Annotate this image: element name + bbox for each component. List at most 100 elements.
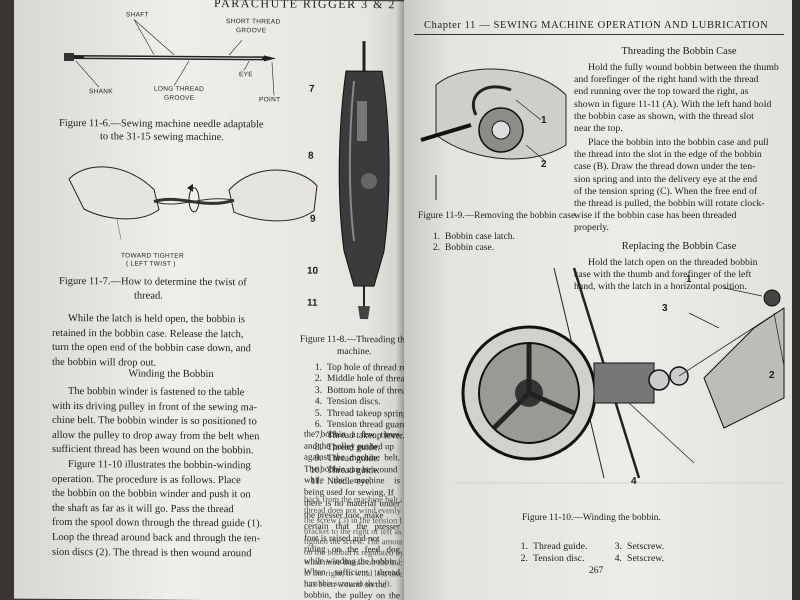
text-line: near the top. (574, 123, 623, 135)
bobbin-parts-list: 1.Bobbin case latch.2.Bobbin case. (422, 232, 515, 255)
text-line: back from the machine belt automatically… (304, 493, 402, 505)
part-number: 1. (432, 232, 440, 242)
twist-label-2: ( LEFT TWIST ) (126, 260, 176, 268)
right-running-head: Chapter 11 — SEWING MACHINE OPERATION AN… (424, 20, 769, 31)
text-line: the screw (3) in the tension bracket and… (304, 514, 402, 526)
part-number: 6. (314, 419, 322, 430)
text-line: on the bobbin is regulated by the screw … (304, 546, 402, 557)
part-number: 10. (310, 465, 322, 476)
text-line: operation. The procedure is as follows. … (52, 473, 241, 486)
label-long-groove-2: GROOVE (164, 94, 195, 102)
figure-11-7-caption-1: Figure 11-7.—How to determine the twist … (59, 275, 247, 289)
threading-heading: Threading the Bobbin Case (621, 46, 737, 57)
machine-parts-list: 1.Top hole of thread retainer.2.Middle h… (304, 363, 406, 489)
winder-parts-list-2: 3. Setscrew.4.Setscrew. (604, 541, 665, 565)
text-line: turn the open end of the bobbin case dow… (52, 342, 251, 355)
bobbin-callout-1: 1 (541, 115, 547, 126)
part-description: Bottom hole of thread retainer. (327, 385, 406, 397)
threading-paragraph-2: Place the bobbin into the bobbin case an… (574, 137, 788, 235)
part-number: 9. (314, 453, 322, 465)
text-line: sion discs (2). The thread is then wound… (52, 546, 252, 559)
winding-heading: Winding the Bobbin (128, 368, 214, 381)
part-number: 3. (314, 385, 322, 396)
part-number: 2. (520, 553, 528, 564)
part-description: Tension disc. (533, 553, 585, 564)
page-number: 267 (589, 566, 604, 576)
text-line: end running over the top toward the righ… (574, 86, 749, 98)
text-line: case (B). Draw the thread down under the… (574, 161, 756, 173)
part-number: 1. (314, 362, 322, 373)
part-description: Thread guide. (327, 442, 380, 454)
label-long-groove: LONG THREAD (154, 85, 205, 93)
text-line: sufficient thread has been wound on the … (52, 444, 254, 457)
text-line: case with the thumb and forefinger of th… (574, 269, 752, 281)
text-line: the shaft as far as it will go. Pass the… (52, 502, 234, 515)
part-description: Setscrew. (627, 541, 665, 552)
header-divider (414, 34, 784, 35)
machine-figure: 7 8 9 10 11 Figure 11-8.—Threading the 3… (14, 0, 406, 487)
part-number: 4. (614, 553, 622, 564)
winder-callout-3: 3 (662, 303, 668, 314)
winder-callout-4: 4 (631, 476, 637, 487)
text-line: Loop the thread around back and through … (52, 531, 261, 545)
text-line: the thread is pulled, the bobbin will ro… (574, 198, 765, 210)
text-line: from the spool down through the thread g… (52, 517, 263, 530)
label-eye: EYE (239, 71, 253, 79)
winding-paragraph-2: Figure 11-10 illustrates the bobbin-wind… (52, 458, 290, 562)
part-description: Needle eye. (327, 476, 372, 488)
part-number: 3. (614, 541, 622, 552)
figure-11-10-caption: Figure 11-10.—Winding the bobbin. (522, 513, 661, 523)
text-line: wise if the bobbin case has been threade… (574, 210, 737, 222)
text-line: chine belt. The bobbin winder is so posi… (52, 415, 257, 428)
part-description: Thread guide. (327, 454, 380, 465)
part-list-item: 4.Setscrew. (604, 553, 665, 565)
winding-paragraph-1: The bobbin winder is fastened to the tab… (52, 385, 290, 460)
label-short-groove-2: GROOVE (236, 27, 267, 35)
label-short-groove: SHORT THREAD (226, 18, 281, 26)
needle-illustration (64, 19, 276, 96)
part-number: 1. (520, 541, 528, 552)
machine-callout-8: 8 (308, 150, 314, 162)
hands-twisting-thread-illustration (68, 166, 318, 240)
text-line: wind more thread on the bobbin, turn thi… (304, 556, 402, 568)
part-description: Middle hole of thread retainer. (327, 374, 406, 385)
text-line: allow the pulley to drop away from the b… (52, 429, 260, 443)
part-number: 4. (314, 396, 322, 408)
figure-11-9-caption: Figure 11-9.—Removing the bobbin case. (418, 211, 578, 221)
machine-callout-9: 9 (310, 213, 316, 225)
figure-11-6-caption-2: to the 31-15 sewing machine. (100, 131, 224, 144)
part-number: 2. (314, 374, 322, 385)
part-list-item: 2. Tension disc. (510, 553, 587, 565)
part-description: Tension discs. (327, 397, 381, 408)
bobbin-winder-illustration (454, 267, 785, 484)
part-description: Thread takeup lever. (327, 431, 405, 442)
part-list-item: 2.Bobbin case. (422, 243, 515, 254)
part-list-item: 11. Needle eye. (304, 477, 406, 489)
latch-paragraph: While the latch is held open, the bobbin… (52, 312, 290, 372)
twist-figure: TOWARD TIGHTER ( LEFT TWIST ) Figure 11-… (14, 0, 406, 302)
replacing-heading: Replacing the Bobbin Case (621, 241, 737, 252)
machine-callout-11: 11 (307, 297, 318, 309)
part-number: 8. (314, 442, 322, 453)
part-number: 2. (432, 243, 440, 254)
text-line: the thread into the slot in the edge of … (574, 149, 762, 161)
figure-11-8-caption-2: machine. (337, 346, 372, 358)
text-line: the bobbin on the bobbin winder and push… (52, 488, 251, 501)
text-line: The bobbin winder is fastened to the tab… (68, 386, 245, 399)
right-page: Chapter 11 — SEWING MACHINE OPERATION AN… (404, 0, 792, 600)
replacing-paragraph: Hold the latch open on the threaded bobb… (574, 257, 788, 294)
text-line: While the latch is held open, the bobbin… (68, 313, 246, 326)
figure-11-7-caption-2: thread. (134, 290, 163, 302)
text-line: of the tension spring (C). When the free… (574, 185, 758, 197)
text-line: properly. (574, 222, 610, 234)
twist-label-1: TOWARD TIGHTER (121, 252, 184, 260)
text-line: and forefinger of the right hand with th… (574, 74, 759, 86)
bobbin-callout-2: 2 (541, 159, 547, 170)
text-line: the bobbin case as shown, with the threa… (574, 110, 754, 122)
label-shank: SHANK (89, 88, 113, 96)
text-line: sion spring and into the delivery eye at… (574, 173, 758, 185)
part-description: Thread guide. (533, 541, 588, 552)
part-number: 11. (310, 476, 322, 487)
text-line: Place the bobbin into the bobbin case an… (588, 137, 769, 148)
text-line: bobbin, the pulley on the bobbin winder … (304, 589, 400, 600)
